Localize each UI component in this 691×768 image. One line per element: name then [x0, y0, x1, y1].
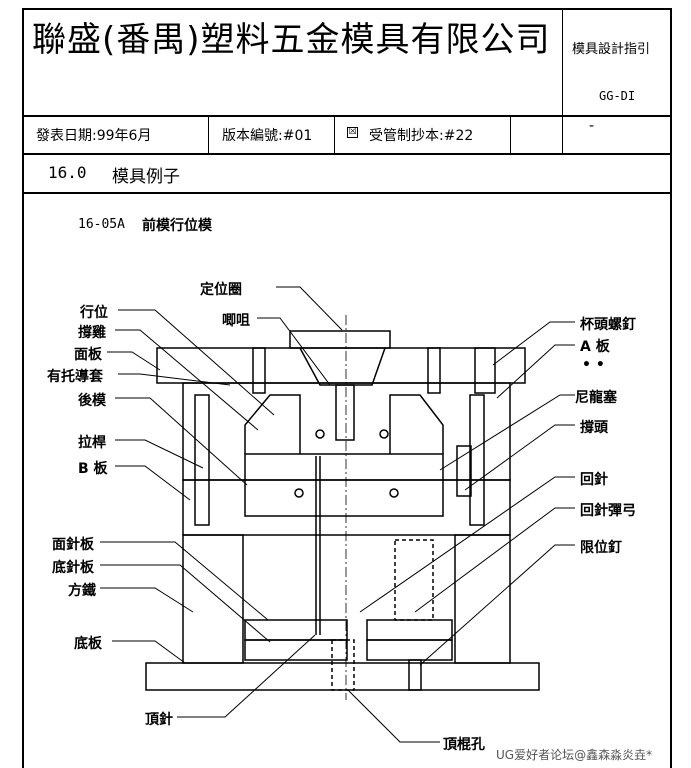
label-puller: 拉桿 — [78, 435, 106, 451]
label-top-plate: 面板 — [74, 347, 102, 363]
section-divider — [22, 192, 672, 194]
label-return-pin: 回針 — [580, 472, 608, 488]
company-name: 聯盛(番禺)塑料五金模具有限公司 — [32, 20, 551, 60]
label-nylon-plug: 尼龍塞 — [575, 390, 617, 406]
controlled-copy-checkbox: ☒ — [347, 127, 358, 138]
document-code: GG-DI — [599, 89, 636, 103]
label-ko-hole: 頂棍孔 — [443, 737, 485, 753]
figure-title: 前模行位模 — [142, 218, 212, 234]
label-return-spring: 回針彈弓 — [580, 503, 636, 519]
label-ejector-plate: 面針板 — [52, 537, 94, 553]
label-ejector-pin: 頂針 — [145, 712, 173, 728]
document-frame — [22, 8, 672, 768]
label-dots: • • — [582, 357, 605, 373]
version-number: 版本編號:#01 — [222, 128, 313, 144]
label-b-plate: B 板 — [78, 461, 108, 477]
issue-date: 發表日期:99年6月 — [36, 128, 152, 144]
label-support-head: 撐頭 — [580, 420, 608, 436]
label-stop-pin: 限位釘 — [580, 540, 622, 556]
label-support: 撐雞 — [78, 325, 106, 341]
meta-cell-divider-3 — [510, 115, 511, 153]
label-a-plate: A 板 — [580, 339, 610, 355]
document-title: 模具設計指引 — [572, 42, 651, 57]
label-bottom-plate: 底板 — [74, 636, 102, 652]
controlled-copy: 受管制抄本:#22 — [369, 128, 474, 144]
label-sprue: 唧咀 — [222, 313, 250, 329]
label-locating-ring: 定位圈 — [200, 282, 242, 298]
meta-divider — [22, 153, 672, 155]
meta-cell-divider-2 — [334, 115, 335, 153]
label-core: 後模 — [78, 393, 106, 409]
a-plate-shape — [182, 382, 511, 481]
label-slide: 行位 — [80, 305, 108, 321]
label-cap-screw: 杯頭螺釘 — [580, 317, 636, 333]
label-ejector-retainer: 底針板 — [52, 560, 94, 576]
b-plate-shape — [182, 479, 511, 536]
title-cell-divider — [562, 8, 563, 153]
bottom-plate-shape — [145, 662, 540, 691]
header-divider — [22, 115, 672, 117]
label-guide-bush: 有托導套 — [47, 369, 103, 385]
meta-cell-divider-1 — [208, 115, 209, 153]
section-title: 模具例子 — [112, 167, 180, 187]
figure-code: 16-05A — [78, 217, 125, 232]
section-number: 16.0 — [48, 163, 87, 182]
watermark: UG爱好者论坛@鑫森淼炎垚* — [496, 748, 653, 762]
label-spacer-block: 方鐵 — [68, 583, 96, 599]
meta-extra: - — [589, 118, 595, 134]
top-plate-shape — [156, 347, 526, 384]
